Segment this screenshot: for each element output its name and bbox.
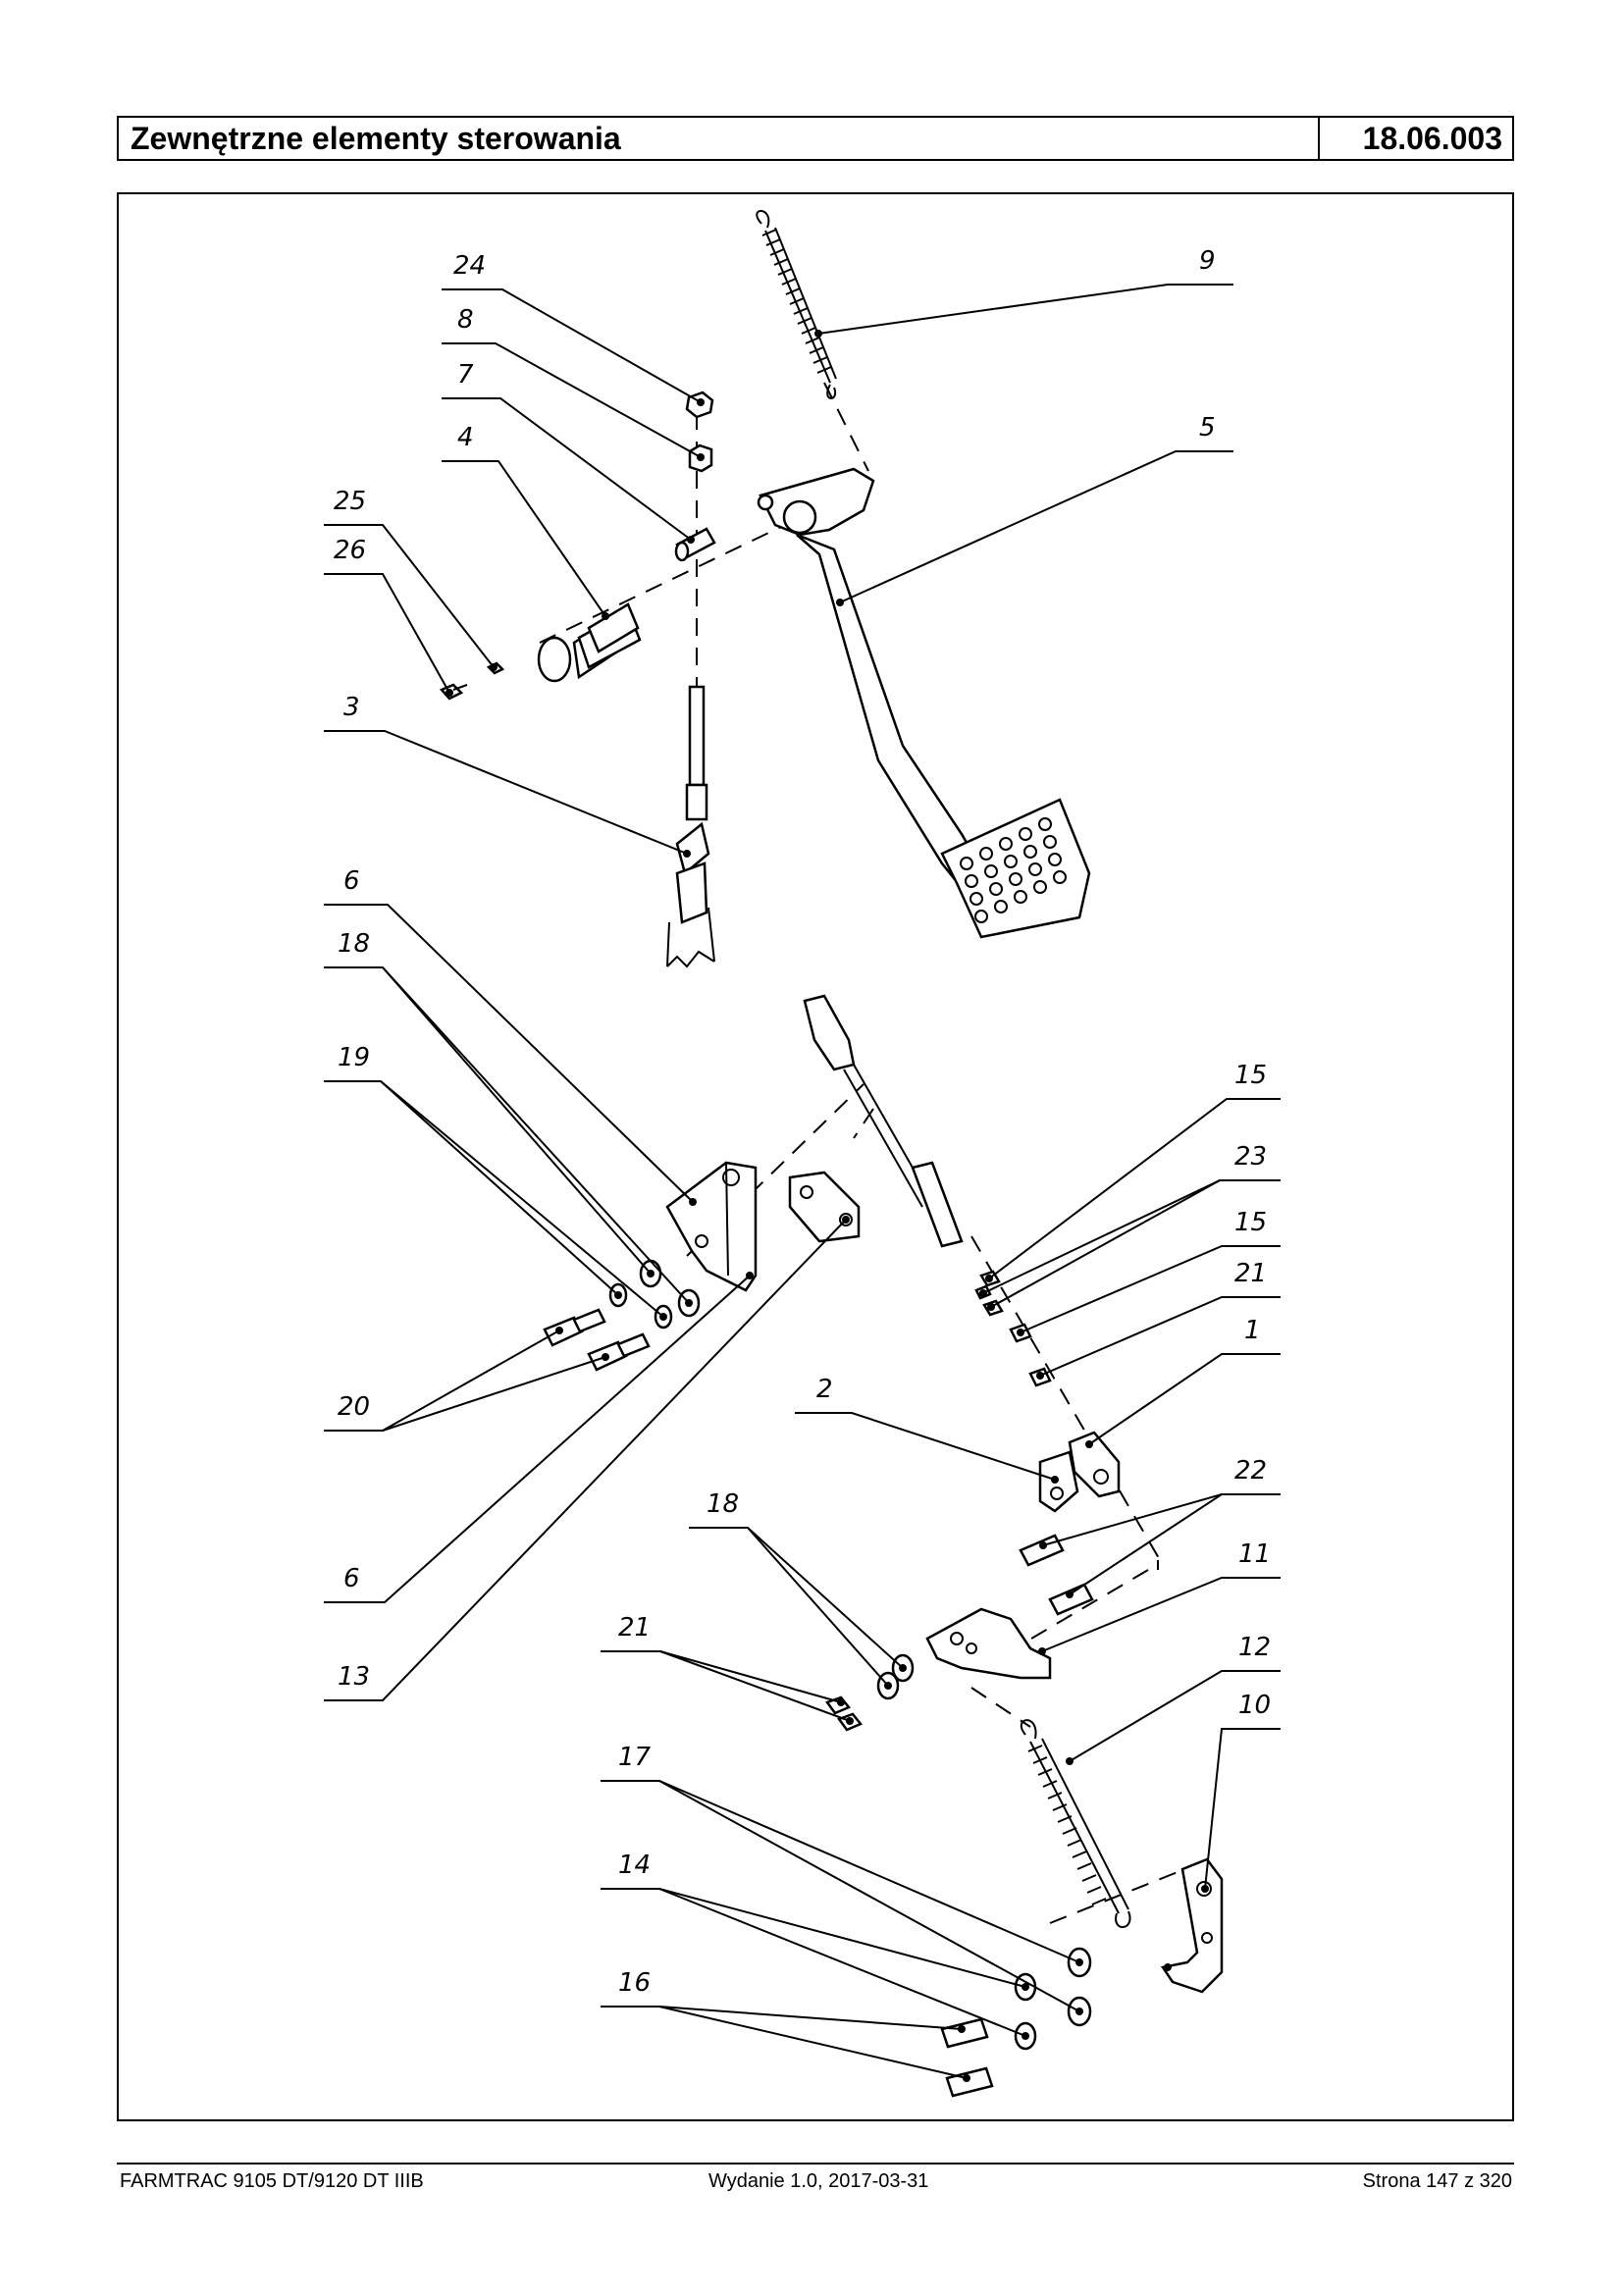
footer-page-number: Strona 147 z 320 — [1362, 2170, 1512, 2192]
callout-label: 13 — [338, 1662, 370, 1692]
bolt-group-22 — [1019, 1534, 1094, 1616]
spring-anchor-bracket-part — [1160, 1857, 1224, 1994]
callout-label: 18 — [338, 929, 370, 959]
callout-label: 21 — [1234, 1259, 1267, 1288]
callout-label: 4 — [457, 423, 474, 452]
small-hardware-right — [974, 1270, 1052, 1387]
callout-label: 21 — [618, 1613, 651, 1643]
spacer-plate-part — [788, 1171, 861, 1243]
callout-label: 23 — [1234, 1142, 1267, 1172]
upper-spring-part — [756, 210, 837, 399]
callout-label: 3 — [343, 693, 360, 722]
callout-label: 8 — [457, 305, 474, 335]
leader-lines — [324, 284, 1281, 2082]
footer-rule — [117, 2163, 1514, 2165]
assembly-axes — [539, 382, 1198, 1924]
section-code: 18.06.003 — [1362, 121, 1502, 156]
callout-label: 17 — [618, 1743, 652, 1772]
callout-label: 24 — [453, 251, 486, 281]
callout-label: 18 — [707, 1489, 739, 1519]
callout-label: 26 — [334, 536, 366, 565]
page-header: Zewnętrzne elementy sterowania 18.06.003 — [117, 116, 1514, 161]
footer-edition: Wydanie 1.0, 2017-03-31 — [708, 2170, 929, 2192]
callout-labels: 24 8 7 4 25 26 3 9 5 6 18 19 20 6 13 15 … — [334, 246, 1271, 1998]
control-rod-part — [666, 685, 715, 968]
callout-label: 19 — [338, 1043, 370, 1072]
footer-model: FARMTRAC 9105 DT/9120 DT IIIB — [120, 2170, 424, 2192]
lever-bracket-part — [1038, 1431, 1121, 1513]
callout-label: 16 — [618, 1968, 651, 1998]
pedal-shaft-part — [537, 602, 642, 683]
callout-label: 6 — [343, 866, 360, 896]
cable-end-part — [803, 994, 964, 1248]
callout-label: 25 — [334, 487, 366, 516]
lower-spring-part — [1020, 1719, 1131, 1928]
callout-label: 1 — [1244, 1316, 1261, 1345]
callout-label: 15 — [1234, 1208, 1267, 1237]
callout-label: 20 — [338, 1392, 370, 1422]
callout-label: 10 — [1238, 1691, 1271, 1720]
callout-label: 6 — [343, 1564, 360, 1593]
callout-label: 9 — [1199, 246, 1216, 276]
washer-group-left — [608, 1259, 701, 1330]
brake-pedal-part — [757, 467, 1091, 939]
callout-label: 2 — [816, 1375, 833, 1404]
callout-label: 22 — [1234, 1456, 1267, 1486]
callout-label: 5 — [1199, 413, 1216, 443]
callout-label: 12 — [1238, 1633, 1271, 1662]
page-title: Zewnętrzne elementy sterowania — [119, 118, 1320, 159]
bushing-part — [674, 527, 716, 562]
lower-lever-part — [925, 1607, 1052, 1680]
bolt-group-bottom — [940, 2017, 994, 2098]
callout-label: 7 — [457, 360, 474, 390]
callout-label: 11 — [1238, 1539, 1271, 1569]
callout-label: 14 — [618, 1851, 651, 1880]
callout-label: 15 — [1234, 1061, 1267, 1090]
drawing-frame — [117, 192, 1514, 2121]
mounting-bracket-part — [665, 1161, 758, 1292]
